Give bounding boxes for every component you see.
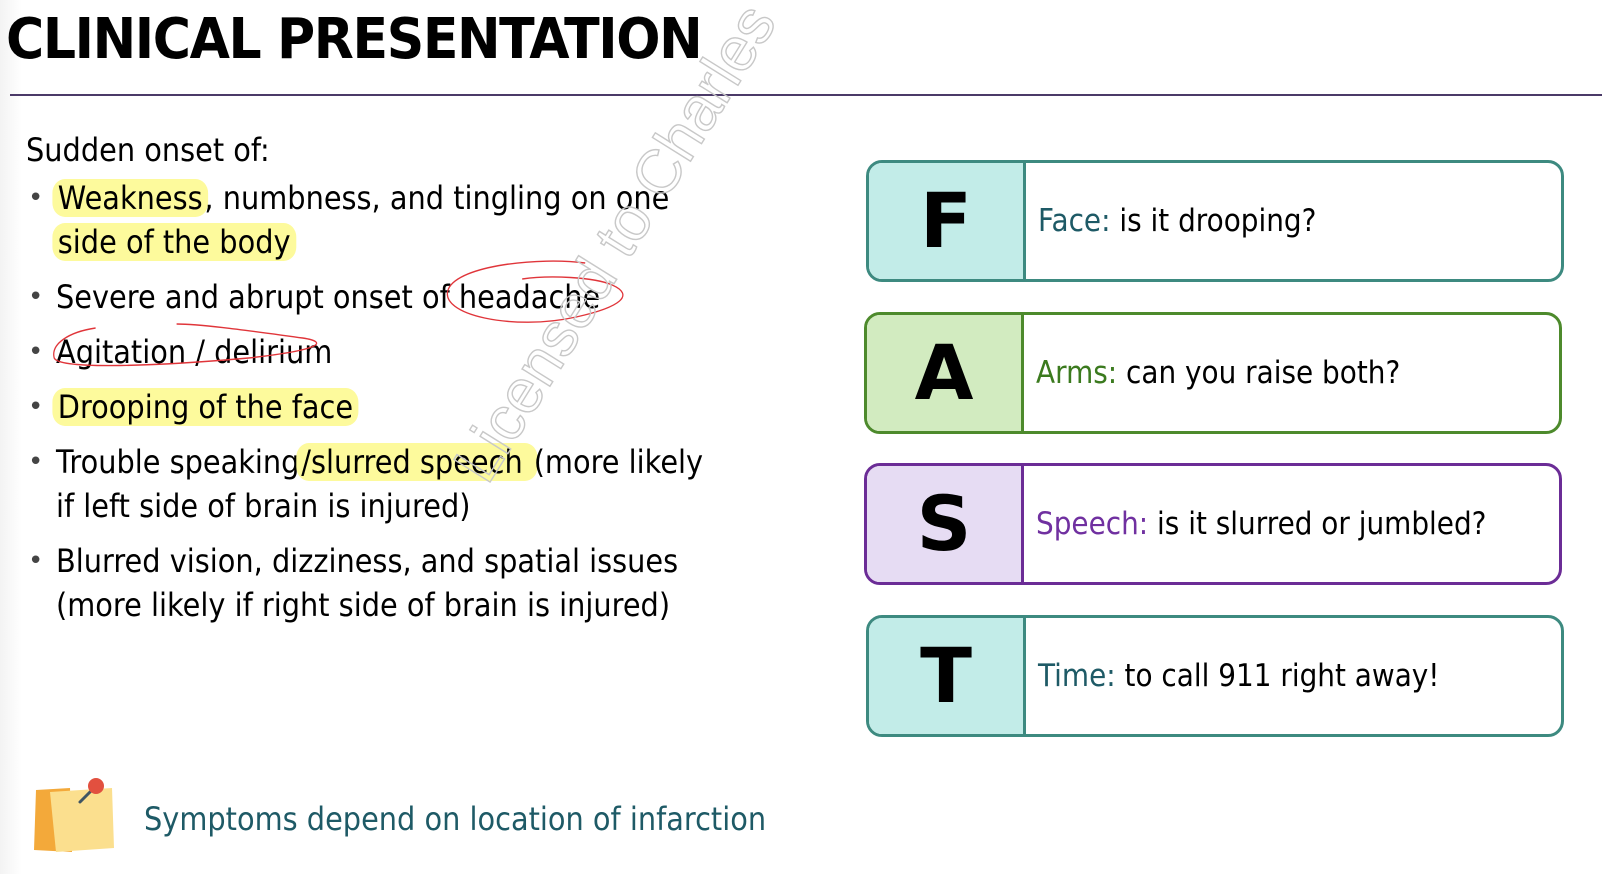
highlight: Weakness	[52, 179, 209, 217]
sticky-note-icon	[30, 778, 120, 858]
bullet-icon: •	[28, 447, 44, 477]
note-text: Symptoms depend on location of infarctio…	[144, 800, 767, 838]
symptom-list: • Weakness, numbness, and tingling on on…	[26, 176, 846, 627]
fast-desc-face: is it drooping?	[1110, 203, 1317, 239]
symptom-text: if left side of brain is injured)	[56, 487, 471, 525]
symptom-text: Trouble speaking	[56, 443, 300, 481]
fast-row-speech: S Speech: is it slurred or jumbled?	[864, 463, 1562, 585]
fast-desc-speech: is it slurred or jumbled?	[1148, 506, 1487, 542]
bullet-icon: •	[28, 546, 44, 576]
symptom-item-vision: • Blurred vision, dizziness, and spatial…	[26, 539, 846, 627]
symptom-item-agitation: • Agitation / delirium	[26, 323, 846, 374]
circled-annotation: headache	[446, 260, 624, 323]
bullet-icon: •	[28, 282, 44, 312]
bullet-icon: •	[28, 183, 44, 213]
fast-row-arms: A Arms: can you raise both?	[864, 312, 1562, 434]
fast-letter-t: T	[869, 618, 1026, 734]
fast-row-time: T Time: to call 911 right away!	[866, 615, 1564, 737]
highlight: Drooping of the face	[52, 388, 359, 426]
symptom-item-speech: • Trouble speaking/slurred speech (more …	[26, 440, 846, 528]
fast-letter-f: F	[869, 163, 1026, 279]
slide-title: CLINICAL PRESENTATION	[6, 7, 703, 72]
symptom-text: Blurred vision, dizziness, and spatial i…	[56, 542, 679, 580]
fast-desc-arms: can you raise both?	[1117, 355, 1401, 391]
circled-text: Agitation / delirium	[56, 333, 333, 371]
highlight: /slurred speech	[295, 443, 538, 481]
fast-key-speech: Speech:	[1036, 506, 1149, 542]
circled-text: headache	[458, 278, 601, 316]
symptom-text: , numbness, and tingling on one	[204, 179, 670, 217]
fast-key-face: Face:	[1038, 203, 1111, 239]
symptom-text: Severe and abrupt onset of	[56, 278, 459, 316]
fast-desc-time: to call 911 right away!	[1115, 658, 1440, 694]
fast-row-face: F Face: is it drooping?	[866, 160, 1564, 282]
bullet-icon: •	[28, 337, 44, 367]
title-divider	[10, 94, 1602, 96]
symptom-text: (more likely if right side of brain is i…	[56, 586, 671, 624]
intro-text: Sudden onset of:	[26, 131, 270, 169]
symptom-item-drooping: • Drooping of the face	[26, 385, 846, 429]
note-callout	[30, 778, 120, 858]
fast-key-arms: Arms:	[1036, 355, 1118, 391]
circled-annotation: Agitation / delirium	[53, 323, 333, 374]
symptom-item-weakness: • Weakness, numbness, and tingling on on…	[26, 176, 846, 264]
fast-key-time: Time:	[1038, 658, 1116, 694]
fast-letter-s: S	[867, 466, 1024, 582]
symptom-item-headache: • Severe and abrupt onset of headache	[26, 260, 846, 323]
highlight: side of the body	[52, 223, 296, 261]
symptom-list-panel: Sudden onset of: • Weakness, numbness, a…	[26, 128, 846, 638]
fast-letter-a: A	[867, 315, 1024, 431]
symptom-text: (more likely	[533, 443, 704, 481]
bullet-icon: •	[28, 392, 44, 422]
